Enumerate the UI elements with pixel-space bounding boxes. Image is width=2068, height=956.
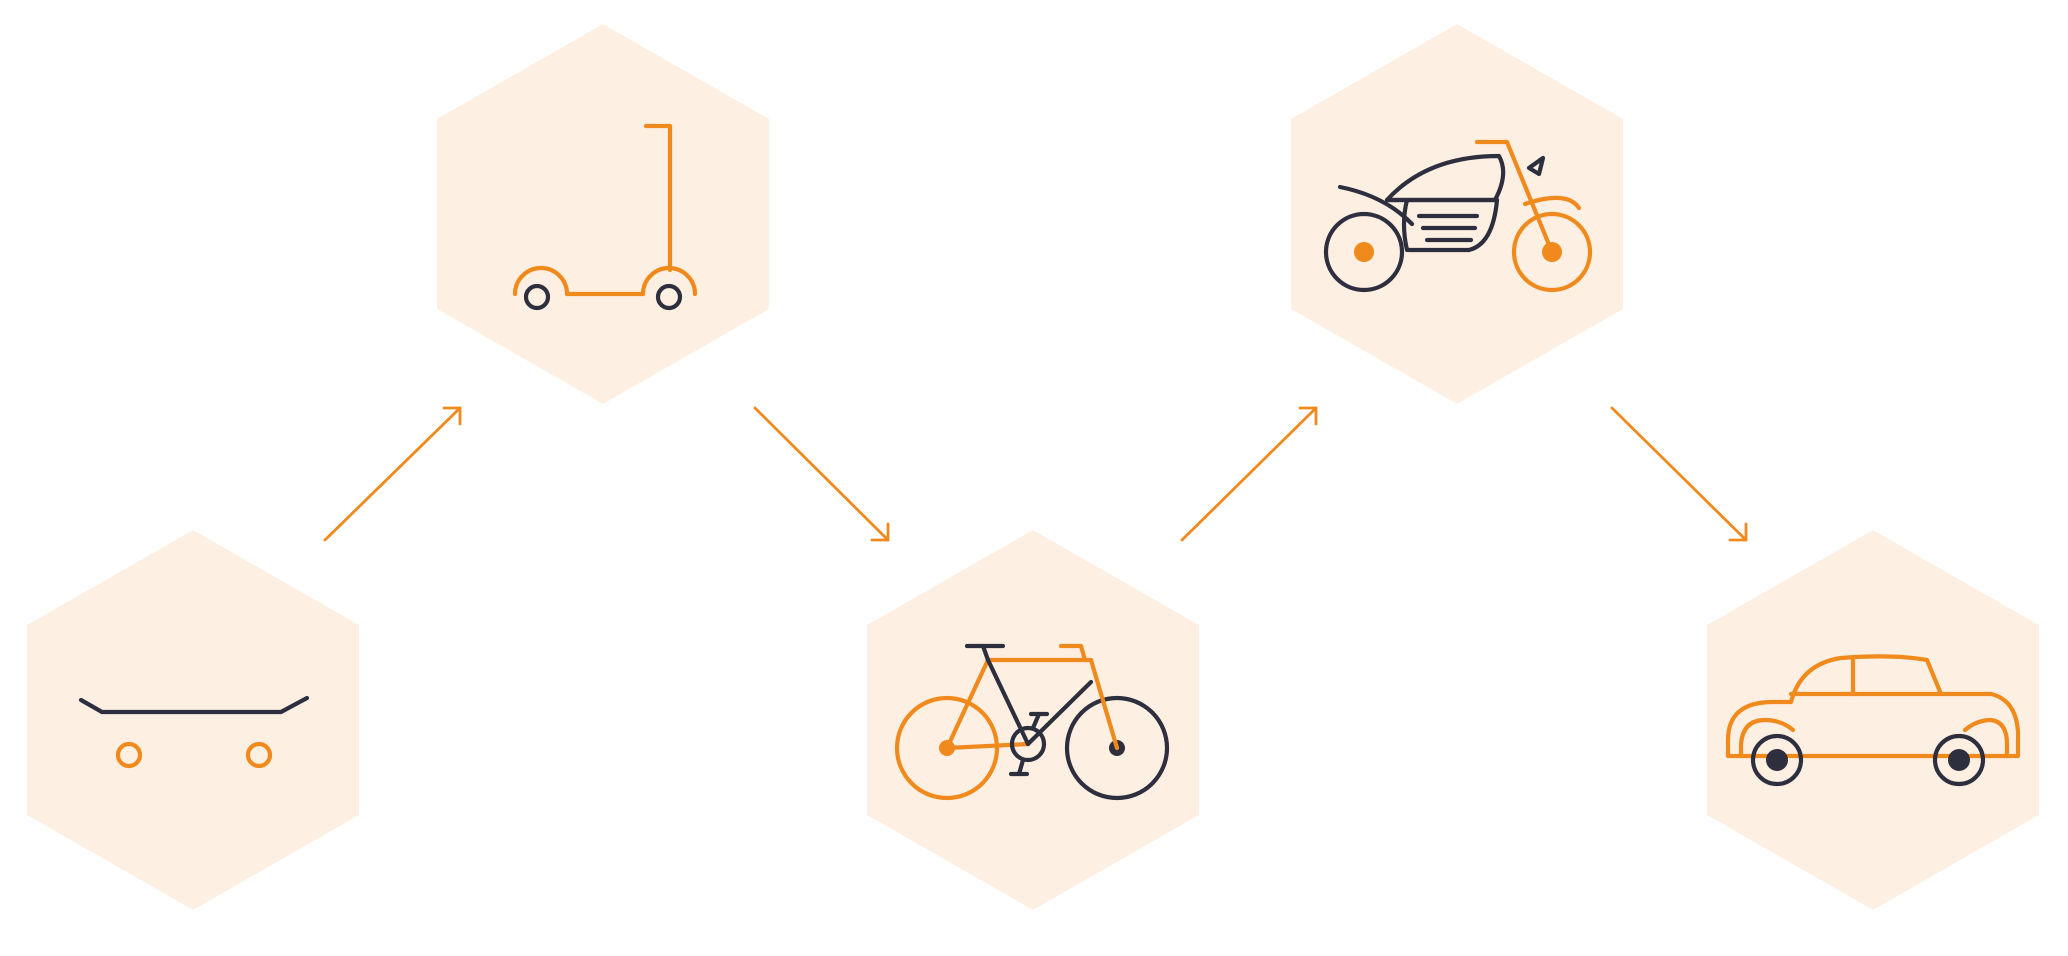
stage-car	[1707, 530, 2039, 910]
motorcycle-icon	[1323, 139, 1593, 293]
arrow-skateboard-to-scooter	[323, 406, 462, 542]
arrow-scooter-to-bicycle	[753, 406, 890, 542]
skateboard-icon	[78, 695, 310, 769]
bicycle-icon	[894, 643, 1170, 801]
hexagon-tile	[437, 24, 769, 404]
kick-scooter-icon	[512, 123, 698, 311]
hexagon-tile	[867, 530, 1199, 910]
stage-skateboard	[27, 530, 359, 910]
car-icon	[1725, 654, 2021, 787]
arrow-bicycle-to-motorcycle	[1180, 406, 1318, 542]
stage-kick-scooter	[437, 24, 769, 404]
hexagon-tile	[27, 530, 359, 910]
stage-motorcycle	[1291, 24, 1623, 404]
arrow-motorcycle-to-car	[1610, 406, 1748, 542]
stage-bicycle	[867, 530, 1199, 910]
